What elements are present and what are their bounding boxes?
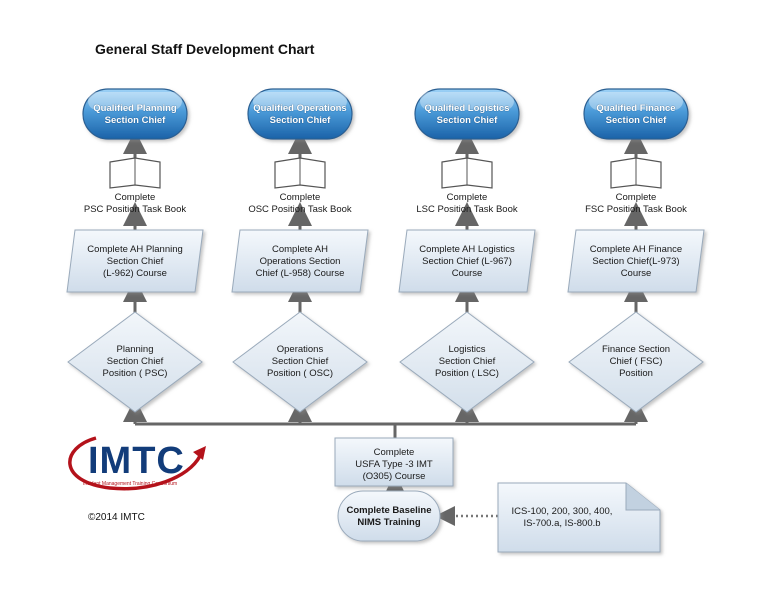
course-box-operations: [231, 229, 369, 293]
goal-pill-highlight-planning: [88, 92, 182, 110]
taskbook-label-operations: Complete OSC Position Task Book: [248, 192, 352, 215]
goal-pill-highlight-logistics: [420, 92, 514, 110]
goal-pill-finance: [583, 88, 689, 140]
position-label-finance: Finance Section Chief ( FSC) Position: [601, 344, 671, 379]
course-box-finance: [567, 229, 705, 293]
course-label-finance: Complete AH Finance Section Chief(L-973)…: [589, 244, 683, 279]
course-box-logistics: [398, 229, 536, 293]
page-title: General Staff Development Chart: [95, 41, 315, 57]
course-label-logistics: Complete AH Logistics Section Chief (L-9…: [419, 244, 515, 279]
position-diamond-finance: [568, 311, 704, 413]
goal-pill-operations: [247, 88, 353, 140]
copyright-text: ©2014 IMTC: [88, 512, 145, 523]
shapes: [66, 88, 705, 553]
center-course-box: [334, 437, 454, 487]
goal-pill-planning: [82, 88, 188, 140]
goal-pill-highlight-finance: [589, 92, 683, 110]
imtc-logo-tagline: Incident Management Training Consortium: [83, 481, 178, 487]
position-label-operations: Operations Section Chief Position ( OSC): [267, 344, 333, 379]
goal-label-planning: Qualified Planning Section Chief: [93, 103, 177, 126]
position-diamond-planning: [67, 311, 203, 413]
center-course-label: Complete USFA Type -3 IMT (O305) Course: [355, 447, 433, 482]
position-label-planning: Planning Section Chief Position ( PSC): [102, 344, 168, 379]
imtc-logo-swoosh: [68, 436, 202, 491]
goal-label-logistics: Qualified Logistics Section Chief: [424, 103, 510, 126]
prereq-note-label: ICS-100, 200, 300, 400, IS-700.a, IS-800…: [511, 506, 613, 529]
course-label-operations: Complete AH Operations Section Chief (L-…: [255, 244, 345, 279]
prereq-note-box: [497, 482, 661, 553]
position-diamond-operations: [232, 311, 368, 413]
goal-label-finance: Qualified Finance Section Chief: [596, 103, 676, 126]
course-box-planning: [66, 229, 204, 293]
position-label-logistics: Logistics Section Chief Position ( LSC): [435, 344, 499, 379]
connectors: [123, 130, 648, 526]
course-label-planning: Complete AH Planning Section Chief (L-96…: [87, 244, 183, 279]
goal-pill-logistics: [414, 88, 520, 140]
imtc-logo-text: IMTC: [88, 440, 185, 482]
taskbook-label-logistics: Complete LSC Position Task Book: [416, 192, 518, 215]
imtc-logo-arrow-icon: [193, 446, 206, 460]
goal-label-operations: Qualified Operations Section Chief: [253, 103, 347, 126]
goal-pill-highlight-operations: [253, 92, 347, 110]
baseline-label: Complete Baseline NIMS Training: [346, 505, 432, 528]
position-diamond-logistics: [399, 311, 535, 413]
taskbook-label-finance: Complete FSC Position Task Book: [585, 192, 687, 215]
prereq-note-fold: [625, 483, 660, 511]
taskbook-label-planning: Complete PSC Position Task Book: [83, 192, 187, 215]
baseline-pill: [337, 490, 441, 542]
